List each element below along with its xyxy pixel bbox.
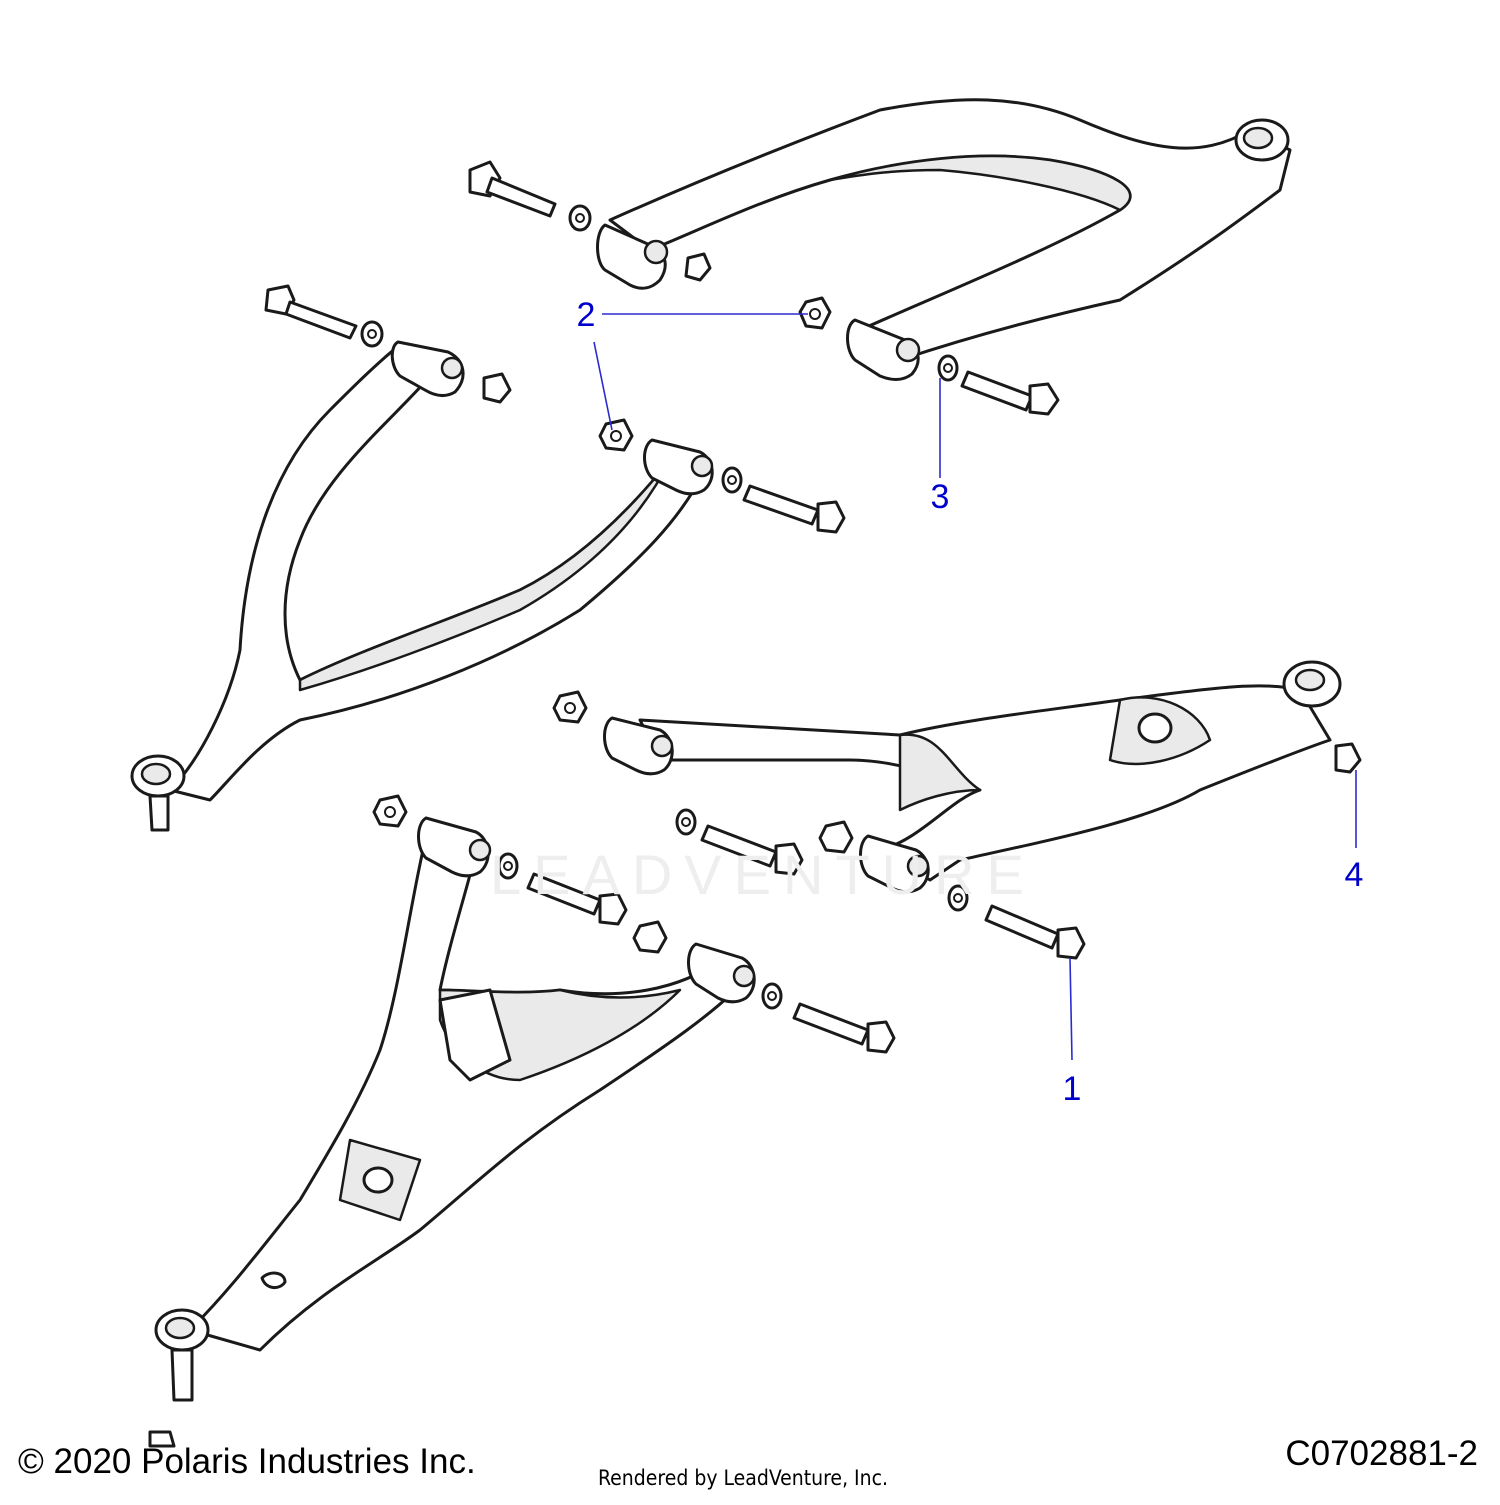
upper-a-arm-front [130,340,714,832]
nut-front-middle [598,418,634,452]
nut-top-right [798,296,832,330]
rendered-by-text: Rendered by LeadVenture, Inc. [598,1466,888,1490]
nut-rear-left [552,690,588,724]
callout-3[interactable]: 3 [930,478,950,516]
callout-4[interactable]: 4 [1344,856,1364,894]
copyright-text: © 2020 Polaris Industries Inc. [18,1442,476,1481]
upper-a-arm-top [596,98,1292,381]
bolt-front-lower-right [761,982,896,1054]
bolt-rear-middle [675,808,854,876]
nut-front-lower-left [372,794,408,828]
bolt-top-right [937,354,1060,416]
callout-leaders [593,313,1357,1061]
bolt-top-left [468,160,712,282]
bolt-front-left [264,284,512,404]
watermark: LEADVENTURE [490,843,1036,906]
bolt-front-right [721,466,846,534]
callout-2[interactable]: 2 [576,296,596,334]
bolt-front-lower-middle [497,852,668,954]
diagram-id: C0702881-2 [1285,1434,1478,1473]
lower-a-arm-front [148,816,756,1448]
callout-1[interactable]: 1 [1062,1070,1082,1108]
lower-a-arm-rear [603,660,1362,894]
bolt-rear-right [947,884,1086,960]
